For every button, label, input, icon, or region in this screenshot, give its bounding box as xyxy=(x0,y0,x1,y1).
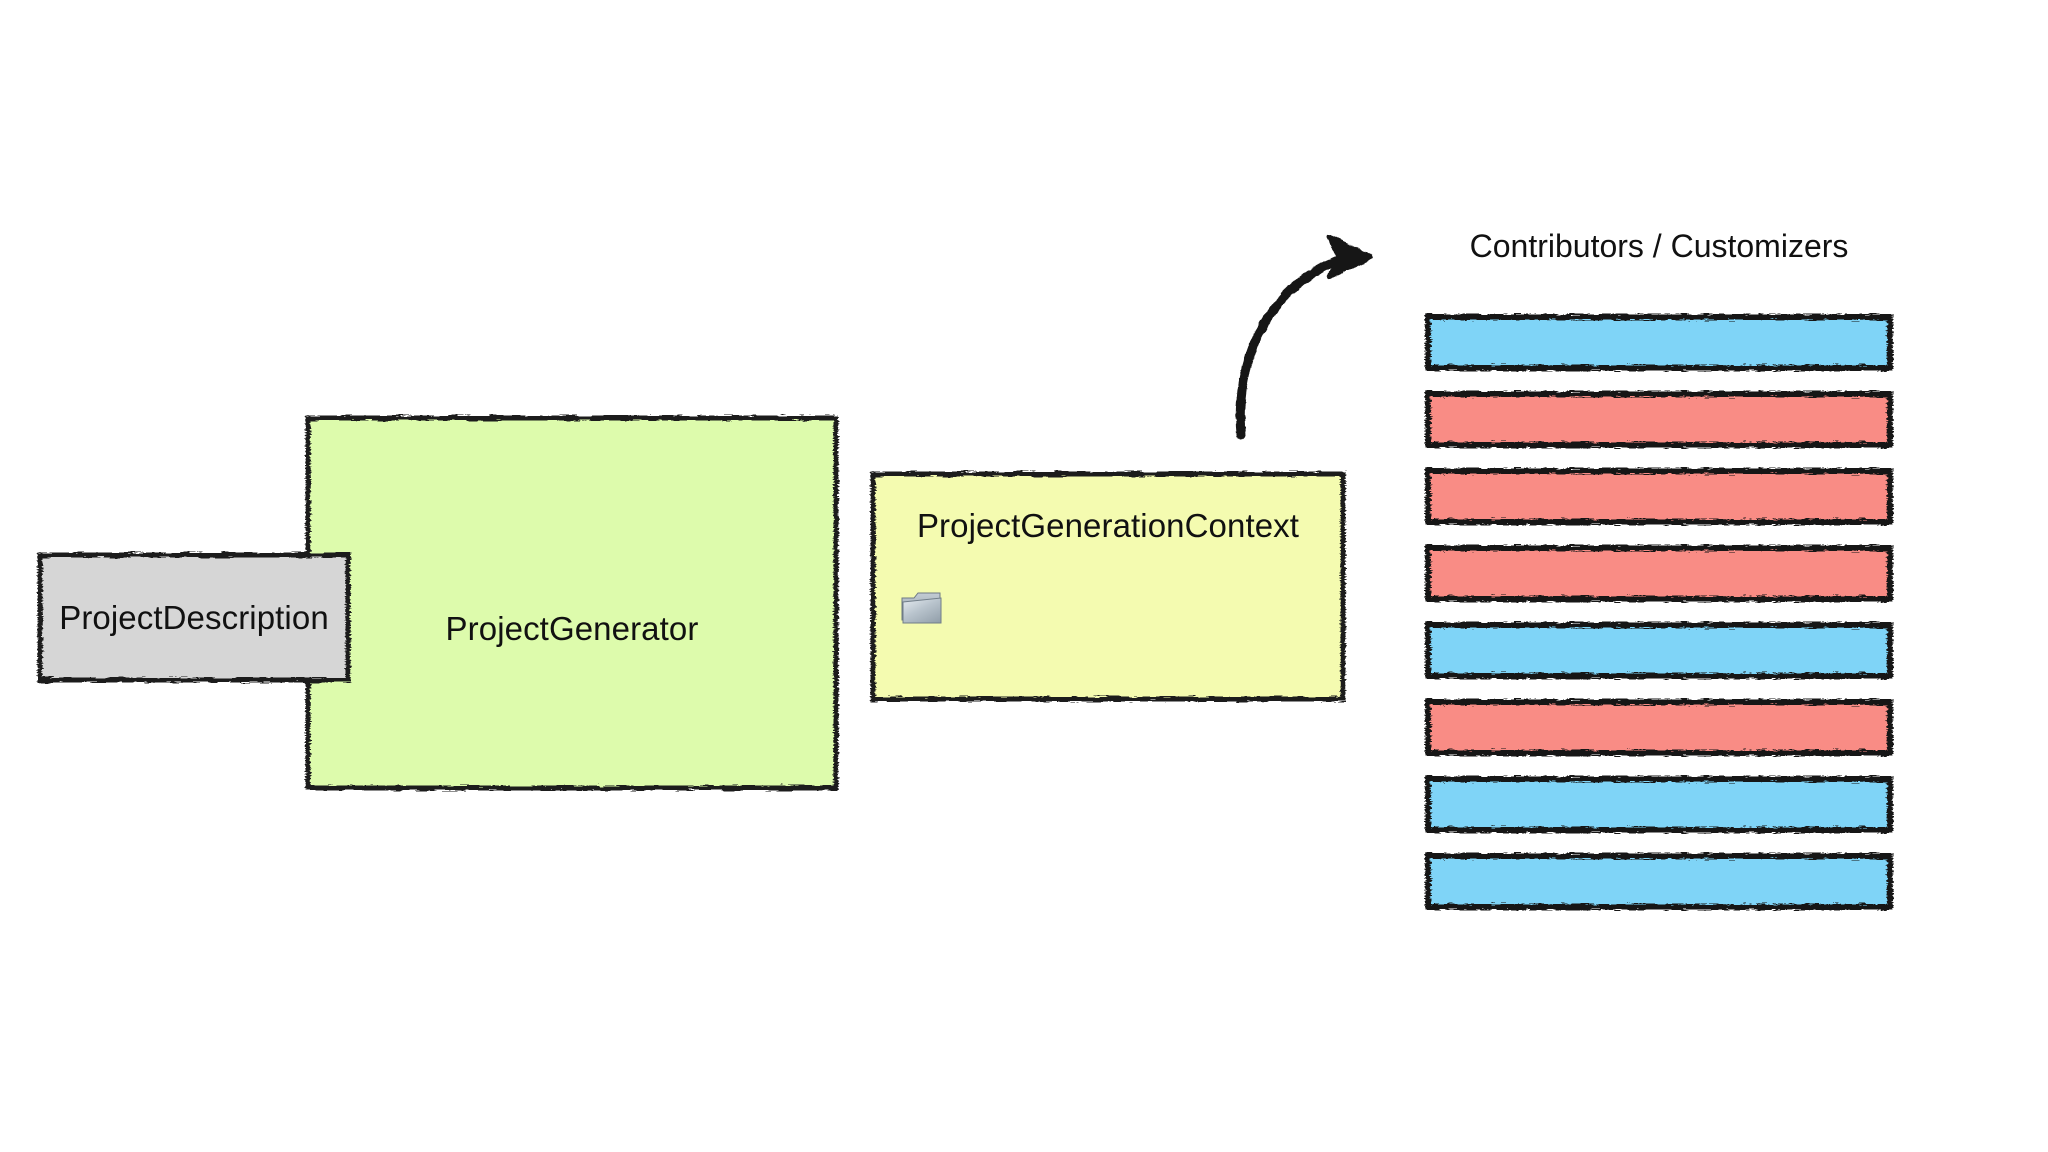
node-project-generator-shape xyxy=(305,415,839,791)
node-project-description-label: ProjectDescription xyxy=(59,598,329,636)
folder-icon xyxy=(901,592,942,624)
node-project-generator-label: ProjectGenerator xyxy=(445,610,699,647)
contributor-bar-2[interactable] xyxy=(1424,390,1894,449)
contributors-group: Contributors / Customizers xyxy=(1424,228,1894,910)
contributor-bar-6[interactable] xyxy=(1424,698,1894,757)
node-project-generation-context[interactable]: ProjectGenerationContext xyxy=(869,470,1347,703)
node-project-description[interactable]: ProjectDescription xyxy=(36,551,352,684)
contributor-bar-7-shape xyxy=(1425,776,1893,833)
contributor-bar-4[interactable] xyxy=(1424,544,1894,603)
contributor-bar-2-shape xyxy=(1425,391,1893,448)
contributor-bar-8[interactable] xyxy=(1424,852,1894,911)
contributor-bar-8-shape xyxy=(1425,853,1893,910)
node-project-generation-context-label: ProjectGenerationContext xyxy=(916,507,1300,544)
context-to-contributors-arrow xyxy=(1235,234,1374,440)
contributor-bar-7[interactable] xyxy=(1424,775,1894,834)
node-project-description-shape xyxy=(37,552,351,683)
contributor-bar-4-shape xyxy=(1425,545,1893,602)
contributor-bar-1[interactable] xyxy=(1424,313,1894,372)
node-project-generator[interactable]: ProjectGenerator xyxy=(304,414,840,792)
contributor-bar-6-shape xyxy=(1425,699,1893,756)
contributor-bar-stack xyxy=(1424,313,1894,929)
contributors-title: Contributors / Customizers xyxy=(1469,228,1849,264)
contributor-bar-5-shape xyxy=(1425,622,1893,679)
node-project-generation-context-shape xyxy=(870,471,1346,702)
contributor-bar-3[interactable] xyxy=(1424,467,1894,526)
contributor-bar-1-shape xyxy=(1425,314,1893,371)
contributor-bar-5[interactable] xyxy=(1424,621,1894,680)
contributor-bar-3-shape xyxy=(1425,468,1893,525)
